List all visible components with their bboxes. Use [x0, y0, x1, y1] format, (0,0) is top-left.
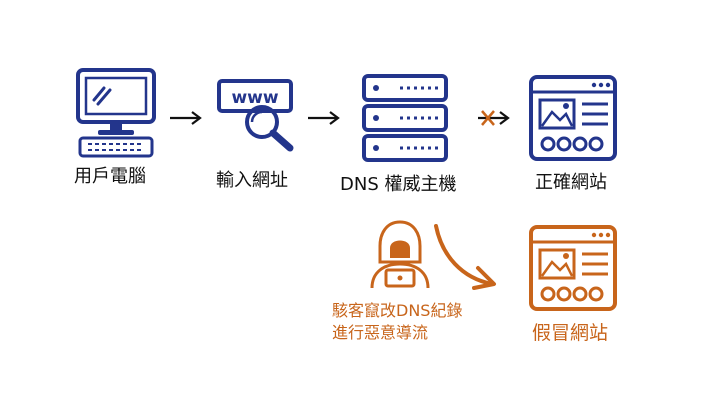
website-icon	[529, 225, 617, 311]
website-icon	[529, 75, 617, 161]
www-search-icon: www	[217, 79, 294, 152]
svg-text:www: www	[231, 88, 278, 108]
correct-site-label: 正確網站	[535, 172, 607, 193]
redirect-arrow-icon	[434, 224, 496, 290]
blocked-arrow-icon	[478, 110, 510, 126]
input-url-label: 輸入網址	[216, 170, 288, 191]
dns-server-label: DNS 權威主機	[340, 174, 457, 195]
desktop-computer-icon	[76, 68, 156, 158]
hacker-description: 駭客竄改DNS紀錄 進行惡意導流	[332, 300, 462, 344]
server-rack-icon	[362, 74, 448, 162]
fake-site-label: 假冒網站	[532, 322, 609, 344]
hacker-line-1: 駭客竄改DNS紀錄	[332, 301, 463, 320]
arrow-right-icon	[170, 111, 202, 125]
hacker-line-2: 進行惡意導流	[332, 323, 429, 342]
computer-label: 用戶電腦	[74, 166, 146, 187]
hacker-icon	[370, 220, 430, 289]
arrow-right-icon	[308, 111, 340, 125]
